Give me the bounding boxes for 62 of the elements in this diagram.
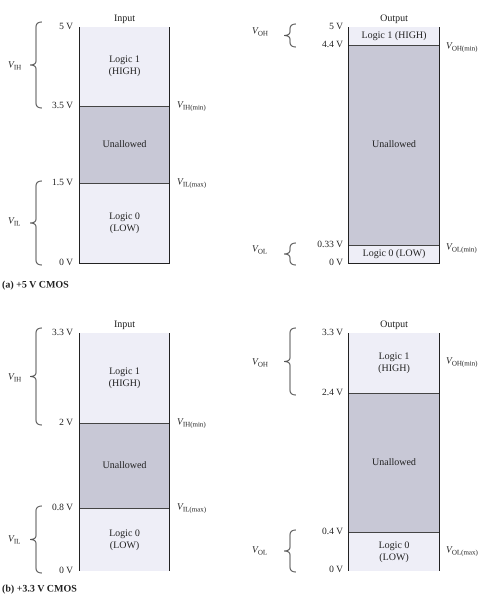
panel-caption: (a) +5 V CMOS — [2, 280, 69, 290]
column-heading: Input — [112, 13, 136, 24]
voltage-value: 3.5 V — [52, 101, 73, 111]
parameter-symbol: V$_{IL}$ — [8, 216, 20, 228]
column-heading: Output — [379, 13, 409, 24]
voltage-value: 5 V — [329, 22, 343, 32]
voltage-value: 1.5 V — [52, 178, 73, 188]
region-label: Unallowed — [102, 138, 146, 150]
logic-level-region — [349, 244, 439, 262]
logic-level-region — [349, 532, 439, 570]
region-label: Unallowed — [102, 460, 146, 472]
region-label: Logic 0 (LOW) — [362, 248, 426, 260]
region-label: Logic 1 (HIGH) — [377, 350, 411, 374]
parameter-symbol: V$_{OH(min)}$ — [446, 356, 478, 368]
parameter-symbol: V$_{IL(max)}$ — [177, 178, 206, 188]
voltage-value: 0.8 V — [52, 503, 73, 513]
parameter-symbol: V$_{OH}$ — [252, 358, 268, 368]
parameter-symbol: V$_{IL}$ — [8, 534, 20, 546]
parameter-symbol: V$_{IH}$ — [8, 372, 22, 384]
region-label: Logic 0 (LOW) — [108, 211, 141, 235]
voltage-value: 4.4 V — [322, 40, 343, 50]
parameter-symbol: V$_{IL(max)}$ — [177, 502, 206, 514]
logic-level-region — [80, 26, 169, 106]
unallowed-region — [80, 106, 169, 182]
parameter-symbol: V$_{OH}$ — [252, 26, 268, 38]
logic-level-region — [80, 332, 169, 422]
voltage-value: 5 V — [59, 22, 73, 32]
voltage-value: 0 V — [59, 258, 73, 268]
voltage-value: 0 V — [59, 566, 73, 576]
column-heading: Input — [112, 319, 136, 330]
logic-level-region — [80, 508, 169, 570]
column-heading: Output — [379, 319, 409, 330]
unallowed-region — [349, 392, 439, 532]
parameter-symbol: V$_{OL(max)}$ — [446, 546, 478, 556]
voltage-value: 2.4 V — [322, 388, 343, 398]
logic-level-region — [80, 182, 169, 262]
region-label: Logic 0 (LOW) — [378, 540, 410, 564]
voltage-value: 0 V — [329, 565, 343, 575]
unallowed-region — [80, 422, 169, 508]
region-label: Logic 0 (LOW) — [108, 528, 141, 552]
parameter-symbol: V$_{OL}$ — [252, 546, 268, 556]
parameter-symbol: V$_{OL(min)}$ — [446, 242, 477, 254]
region-label: Logic 1 (HIGH) — [108, 366, 142, 390]
parameter-symbol: V$_{IH(min)}$ — [177, 100, 206, 112]
logic-level-region — [349, 26, 439, 44]
region-label: Unallowed — [372, 456, 416, 468]
voltage-value: 3.3 V — [322, 328, 343, 338]
voltage-value: 0 V — [329, 258, 343, 268]
logic-level-region — [349, 332, 439, 392]
parameter-symbol: V$_{OL}$ — [252, 244, 268, 256]
parameter-symbol: V$_{OH(min)}$ — [446, 42, 478, 52]
parameter-symbol: V$_{IH(min)}$ — [177, 418, 206, 428]
parameter-symbol: V$_{IH}$ — [8, 60, 22, 72]
region-label: Unallowed — [372, 139, 416, 151]
region-label: Logic 1 (HIGH) — [362, 30, 426, 42]
voltage-value: 0.4 V — [322, 527, 343, 537]
voltage-value: 0.33 V — [317, 240, 343, 250]
voltage-value: 3.3 V — [52, 328, 73, 338]
region-label: Logic 1 (HIGH) — [108, 54, 142, 78]
unallowed-region — [349, 44, 439, 244]
voltage-value: 2 V — [59, 418, 73, 428]
panel-caption: (b) +3.3 V CMOS — [2, 584, 77, 594]
